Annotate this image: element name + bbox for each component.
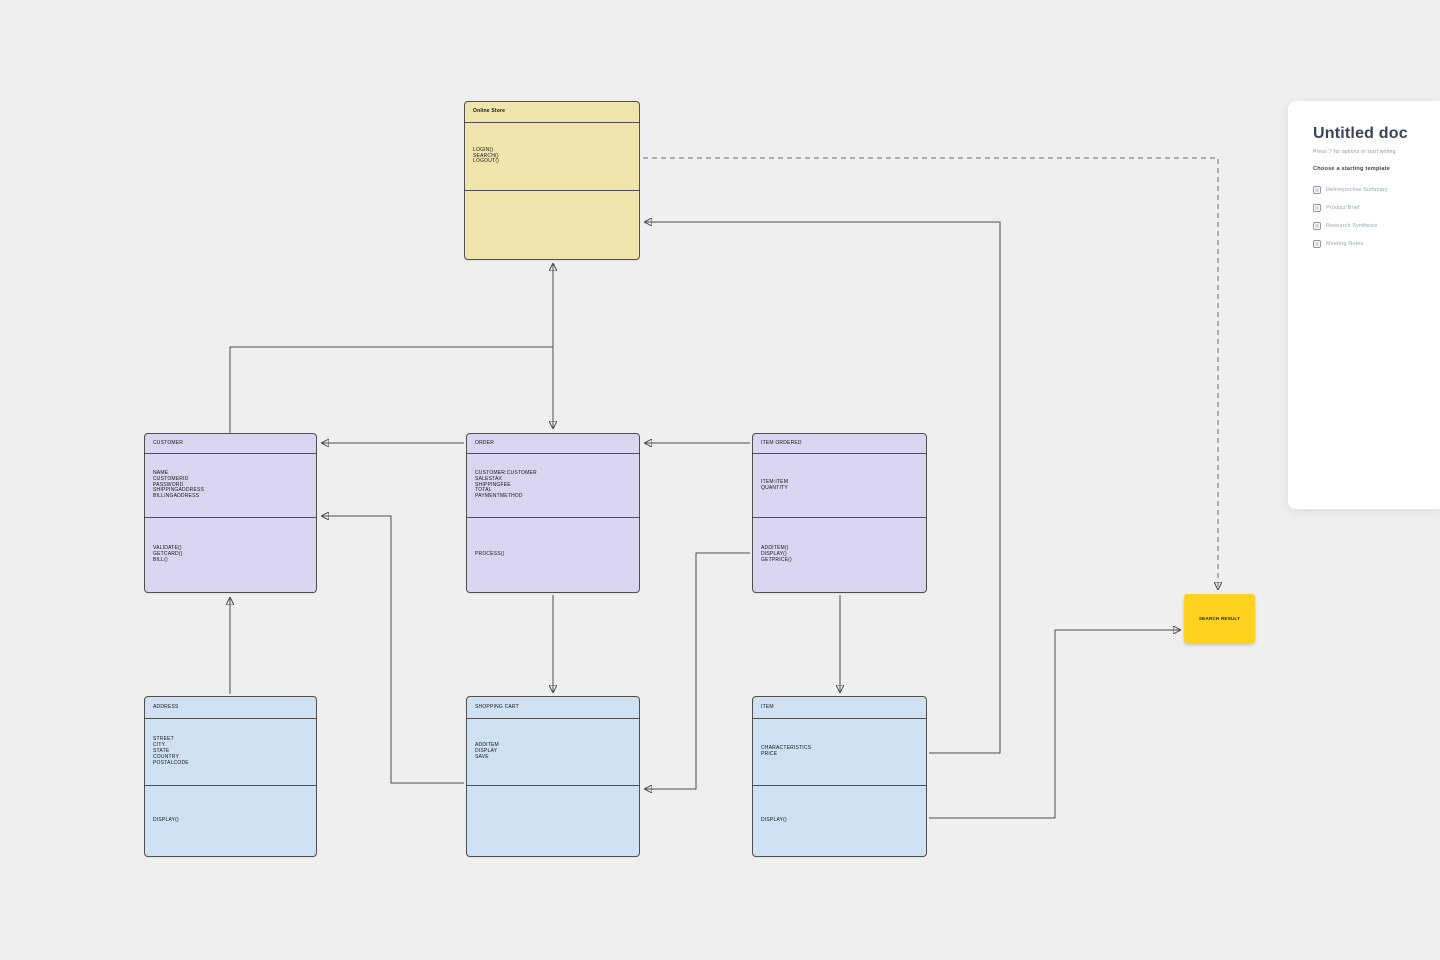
template-item-label: Research Synthesis [1326, 223, 1378, 229]
connector-customer-branch[interactable] [229, 346, 553, 433]
class-attributes: ADDITEM DISPLAY SAVE [467, 719, 639, 786]
template-item-meeting-notes[interactable]: Meeting Notes [1313, 235, 1426, 253]
template-item-label: Retrospective Summary [1326, 187, 1388, 193]
connector-itemordered-to-shoppingcart[interactable] [645, 552, 750, 789]
template-item-label: Meeting Notes [1326, 241, 1364, 247]
class-attributes: LOGIN() SEARCH() LOGOUT() [465, 123, 639, 191]
doc-panel: Untitled doc Press '/' for options or st… [1288, 101, 1440, 509]
template-item-product-brief[interactable]: Product Brief [1313, 199, 1426, 217]
template-item-retrospective-summary[interactable]: Retrospective Summary [1313, 181, 1426, 199]
class-methods: PROCESS() [475, 551, 505, 558]
connector-onlinestore-to-searchresult-dashed[interactable] [643, 157, 1218, 589]
class-attributes: CHARACTERISTICS PRICE [753, 719, 926, 786]
class-title: ORDER [467, 434, 639, 454]
document-icon [1313, 204, 1321, 212]
doc-hint: Press '/' for options or start writing [1313, 149, 1396, 155]
class-box-online-store[interactable]: Online Store LOGIN() SEARCH() LOGOUT() [464, 101, 640, 260]
class-methods: VALIDATE() GETCARD() BILL() [153, 545, 183, 563]
template-list: Retrospective Summary Product Brief Rese… [1313, 181, 1426, 253]
class-title: Online Store [465, 102, 639, 123]
class-methods [465, 191, 639, 259]
sticky-note-label: SEARCH RESULT [1198, 616, 1241, 621]
document-icon [1313, 240, 1321, 248]
class-methods: ADDITEM() DISPLAY() GETPRICE() [761, 545, 792, 563]
class-box-address[interactable]: ADDRESS STREET CITY STATE COUNTRY POSTAL… [144, 696, 317, 857]
class-title: ITEM ORDERED [753, 434, 926, 454]
class-title: ADDRESS [145, 697, 316, 719]
template-item-label: Product Brief [1326, 205, 1360, 211]
connector-item-to-onlinestore[interactable] [645, 222, 1001, 754]
class-box-item-ordered[interactable]: ITEM ORDERED ITEM:ITEM QUANTITY ADDITEM(… [752, 433, 927, 593]
doc-title[interactable]: Untitled doc [1313, 125, 1408, 142]
class-box-shopping-cart[interactable]: SHOPPING CART ADDITEM DISPLAY SAVE [466, 696, 640, 857]
class-attributes: NAME CUSTOMERID PASSWORD SHIPPINGADDRESS… [145, 454, 316, 518]
class-attributes: CUSTOMER:CUSTOMER SALESTAX SHIPPINGFEE T… [467, 454, 639, 518]
class-title: ITEM [753, 697, 926, 719]
class-methods: DISPLAY() [761, 817, 787, 824]
template-section-heading: Choose a starting template [1313, 166, 1391, 172]
document-icon [1313, 186, 1321, 194]
connector-item-to-searchresult[interactable] [929, 630, 1180, 819]
document-icon [1313, 222, 1321, 230]
class-title: SHOPPING CART [467, 697, 639, 719]
connector-shoppingcart-to-customer[interactable] [322, 516, 464, 784]
class-title: CUSTOMER [145, 434, 316, 454]
class-methods: DISPLAY() [153, 817, 179, 824]
sticky-note-search-result[interactable]: SEARCH RESULT [1184, 594, 1255, 643]
class-box-order[interactable]: ORDER CUSTOMER:CUSTOMER SALESTAX SHIPPIN… [466, 433, 640, 593]
class-box-customer[interactable]: CUSTOMER NAME CUSTOMERID PASSWORD SHIPPI… [144, 433, 317, 593]
class-box-item[interactable]: ITEM CHARACTERISTICS PRICE DISPLAY() [752, 696, 927, 857]
template-item-research-synthesis[interactable]: Research Synthesis [1313, 217, 1426, 235]
class-methods [467, 786, 639, 856]
class-attributes: ITEM:ITEM QUANTITY [753, 454, 926, 518]
class-attributes: STREET CITY STATE COUNTRY POSTALCODE [145, 719, 316, 786]
